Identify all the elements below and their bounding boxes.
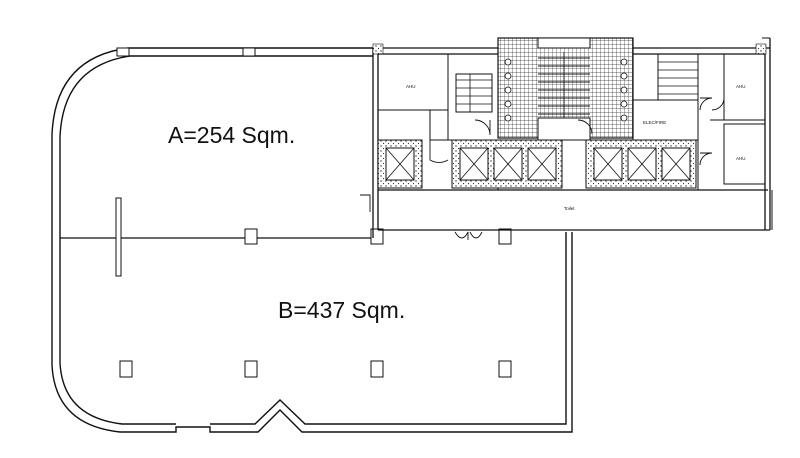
lift-bank-right bbox=[585, 139, 697, 189]
ahu-right-top-label: AHU bbox=[736, 84, 746, 89]
door-swings bbox=[360, 97, 725, 240]
column bbox=[498, 228, 512, 245]
ahu-room-right-bottom bbox=[723, 123, 766, 185]
lift-bank-left bbox=[377, 139, 423, 189]
column bbox=[498, 360, 512, 378]
lift-bank-middle bbox=[451, 139, 563, 189]
ahu-room-right-top bbox=[723, 53, 766, 121]
column bbox=[242, 47, 256, 57]
columns bbox=[116, 47, 512, 378]
ahu-room-left bbox=[377, 53, 449, 111]
wall-hatch bbox=[755, 43, 767, 55]
column bbox=[244, 360, 258, 378]
area-b-label: B=437 Sqm. bbox=[278, 297, 405, 323]
column bbox=[370, 360, 384, 378]
stair-right bbox=[657, 53, 699, 101]
column bbox=[119, 360, 133, 378]
building-core bbox=[372, 37, 771, 238]
wall-hatch bbox=[372, 43, 384, 55]
area-a-label: A=254 Sqm. bbox=[168, 122, 295, 148]
column bbox=[244, 228, 258, 245]
stair-core-lower bbox=[537, 117, 591, 141]
ahu-right-bottom-label: AHU bbox=[736, 156, 746, 161]
column bbox=[370, 228, 384, 245]
ahu-left-label: AHU bbox=[406, 84, 416, 89]
partition-slot bbox=[115, 197, 122, 277]
tenant-outline bbox=[51, 47, 573, 433]
electrical-room-label: ELEC/FIRE bbox=[643, 120, 666, 125]
lifts bbox=[377, 139, 697, 189]
column bbox=[116, 47, 130, 57]
corridor-label: Toilet bbox=[564, 206, 575, 211]
